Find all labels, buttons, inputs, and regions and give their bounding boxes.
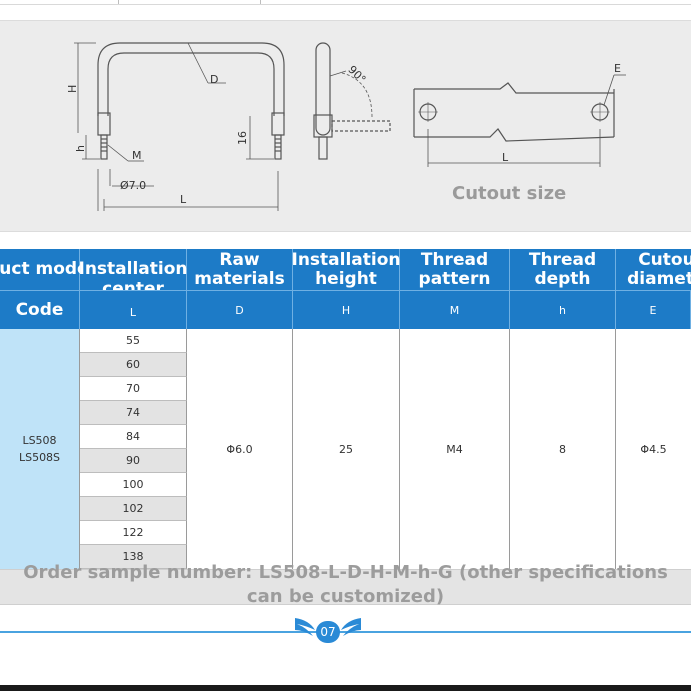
cutout-caption: Cutout size (452, 183, 567, 204)
label-D: D (210, 73, 218, 86)
model-cell: LS508 LS508S (0, 329, 80, 569)
sub-D: D (187, 290, 293, 329)
value-h: 8 (510, 329, 616, 569)
length-row: 102 (80, 497, 187, 521)
header-cutout-diameter: Cutout diameter (616, 249, 691, 290)
page-number: 07 (316, 621, 340, 643)
label-16: 16 (236, 131, 249, 145)
header-install-height: Installation height (291, 249, 401, 290)
length-row: 138 (80, 545, 187, 569)
length-row: 70 (80, 377, 187, 401)
handle-outline-inner (107, 52, 275, 116)
spec-table: Product model Installation center distan… (0, 249, 691, 569)
length-row: 90 (80, 449, 187, 473)
sub-E: E (616, 290, 691, 329)
drawing-svg: H D h M Ø7.0 L 16 90° E L (66, 42, 626, 211)
bottom-bar (0, 685, 691, 691)
value-D: Φ6.0 (187, 329, 293, 569)
footer-line (0, 631, 691, 633)
side-view-bar (315, 42, 331, 136)
length-row: 100 (80, 473, 187, 497)
header-raw-materials: Raw materials (187, 249, 293, 290)
left-post (97, 112, 111, 136)
sub-L: L (80, 290, 187, 329)
order-line-2: can be customized) (246, 586, 445, 607)
technical-drawing: H D h M Ø7.0 L 16 90° E L Cutout size (0, 20, 691, 232)
value-E: Φ4.5 (616, 329, 691, 569)
label-90: 90° (345, 63, 368, 86)
top-tick (260, 0, 261, 4)
handle-outline-outer (97, 42, 285, 116)
left-wing-icon (295, 618, 315, 636)
sub-h: h (510, 290, 616, 329)
value-H: 25 (293, 329, 400, 569)
cutout-top-edge (414, 82, 614, 94)
right-wing-icon (341, 618, 361, 636)
order-sample-text: Order sample number: LS508-L-D-H-M-h-G (… (0, 561, 691, 609)
label-cutout-L: L (502, 151, 509, 164)
cutout-bottom-edge (414, 128, 615, 142)
label-h: h (74, 145, 87, 152)
model-name: LS508S (18, 451, 61, 464)
length-row: 55 (80, 329, 187, 353)
side-view-post (313, 114, 333, 138)
label-M: M (132, 149, 142, 162)
length-row: 122 (80, 521, 187, 545)
header-thread-pattern: Thread pattern (400, 249, 510, 290)
right-post (271, 112, 285, 136)
label-H: H (66, 85, 79, 93)
top-tick (118, 0, 119, 4)
length-row: 74 (80, 401, 187, 425)
page-badge-wings (295, 618, 361, 636)
header-product-model: Product model (0, 249, 94, 290)
model-name: LS508 (22, 434, 57, 447)
side-view-rotated (331, 120, 391, 132)
length-row: 84 (80, 425, 187, 449)
sub-M: M (400, 290, 510, 329)
label-E: E (614, 62, 621, 75)
value-M: M4 (400, 329, 510, 569)
order-line-1: Order sample number: LS508-L-D-H-M-h-G (… (23, 562, 668, 583)
top-strip (0, 0, 691, 5)
label-L: L (180, 193, 187, 206)
side-view-thread (318, 136, 328, 160)
sub-H: H (293, 290, 400, 329)
sub-code: Code (0, 290, 80, 329)
label-dia: Ø7.0 (120, 179, 146, 192)
length-row: 60 (80, 353, 187, 377)
order-band (0, 569, 691, 605)
header-thread-depth: Thread depth (510, 249, 616, 290)
